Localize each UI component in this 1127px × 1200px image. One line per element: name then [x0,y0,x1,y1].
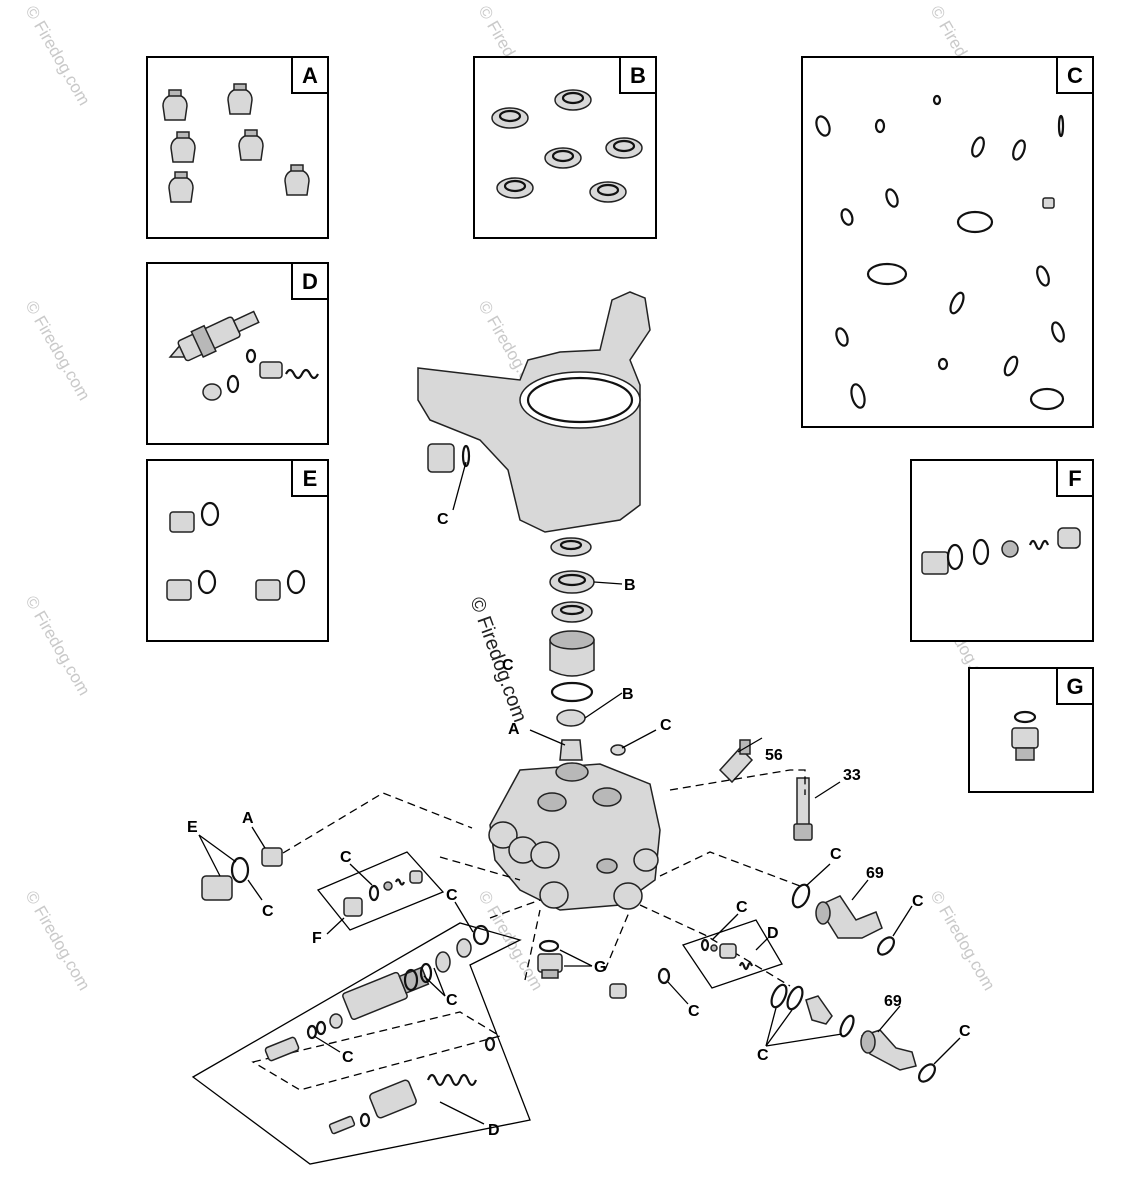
kit-d-label: D [302,269,318,294]
callout-c-top: C [660,717,672,734]
watermark-11: © Firedog.com [927,888,999,994]
kit-g-box: G [968,667,1094,793]
watermark-4: © Firedog.com [22,298,94,404]
callout-c-middle: C [502,657,514,674]
callout-c-r2: C [912,893,924,910]
callout-g-center: G [594,959,606,976]
kit-b-label: B [630,63,646,88]
callout-c-d3: C [342,1049,354,1066]
kit-f-box: F [910,459,1094,642]
d-right-group [681,913,783,989]
fitting-69-lower [765,983,961,1083]
pump-housing [417,291,651,533]
callout-a-top: A [508,721,520,738]
kit-e-label: E [303,466,318,491]
callout-b-upper: B [624,577,636,594]
upper-leaders [452,461,657,749]
callout-69b: 69 [884,993,902,1010]
callout-c-d1: C [446,887,458,904]
callout-d-bottom: D [488,1122,500,1139]
kit-a-label: A [302,63,318,88]
callout-c-r5: C [959,1023,971,1040]
callout-c-d2: C [446,992,458,1009]
callout-c-r3: C [736,899,748,916]
kit-b-box: B [473,56,657,239]
callout-33: 33 [843,767,861,784]
kit-f-label: F [1068,466,1081,491]
kit-c-label: C [1067,63,1083,88]
part-56-fitting: 56 [718,737,783,784]
callout-f-left: F [312,930,322,947]
watermark-center: © Firedog.com [465,594,531,725]
callout-b-lower: B [622,686,634,703]
seal-stack [549,537,595,761]
kit-g-label: G [1066,674,1083,699]
manifold [488,762,661,911]
kit-a-box: A [146,56,329,239]
small-plug [609,967,689,1005]
callout-69a: 69 [866,865,884,882]
plugs [166,501,306,601]
fitting-69-upper [791,863,913,956]
nozzle-caps [162,83,310,203]
callout-c-r1: C [830,846,842,863]
left-plug-assembly [198,826,283,901]
o-rings [815,94,1065,411]
callout-c-f: C [340,849,352,866]
g-plug-center [537,939,593,979]
g-plug [1011,710,1039,761]
unloader-valve-kit [168,310,319,401]
watermark-9: © Firedog.com [22,888,94,994]
callout-c-r4: C [757,1047,769,1064]
check-valve-kit [921,527,1081,575]
kit-d-box: D [146,262,329,445]
watermark-7: © Firedog.com [22,593,94,699]
callout-a-left: A [242,810,254,827]
seals [491,89,643,203]
callout-c-housing: C [437,511,449,528]
f-group [316,851,445,935]
part-33-bolt: 33 [793,767,861,841]
callout-c-left: C [262,903,274,920]
callout-d-right: D [767,925,779,942]
kit-c-box: C [801,56,1094,428]
kit-e-box: E [146,459,329,642]
callout-c-center: C [688,1003,700,1020]
callout-e-left: E [187,819,198,836]
watermark-1: © Firedog.com [22,3,94,109]
connection-lines [282,769,806,987]
callout-56: 56 [765,747,783,764]
unloader-assembly [191,901,531,1165]
